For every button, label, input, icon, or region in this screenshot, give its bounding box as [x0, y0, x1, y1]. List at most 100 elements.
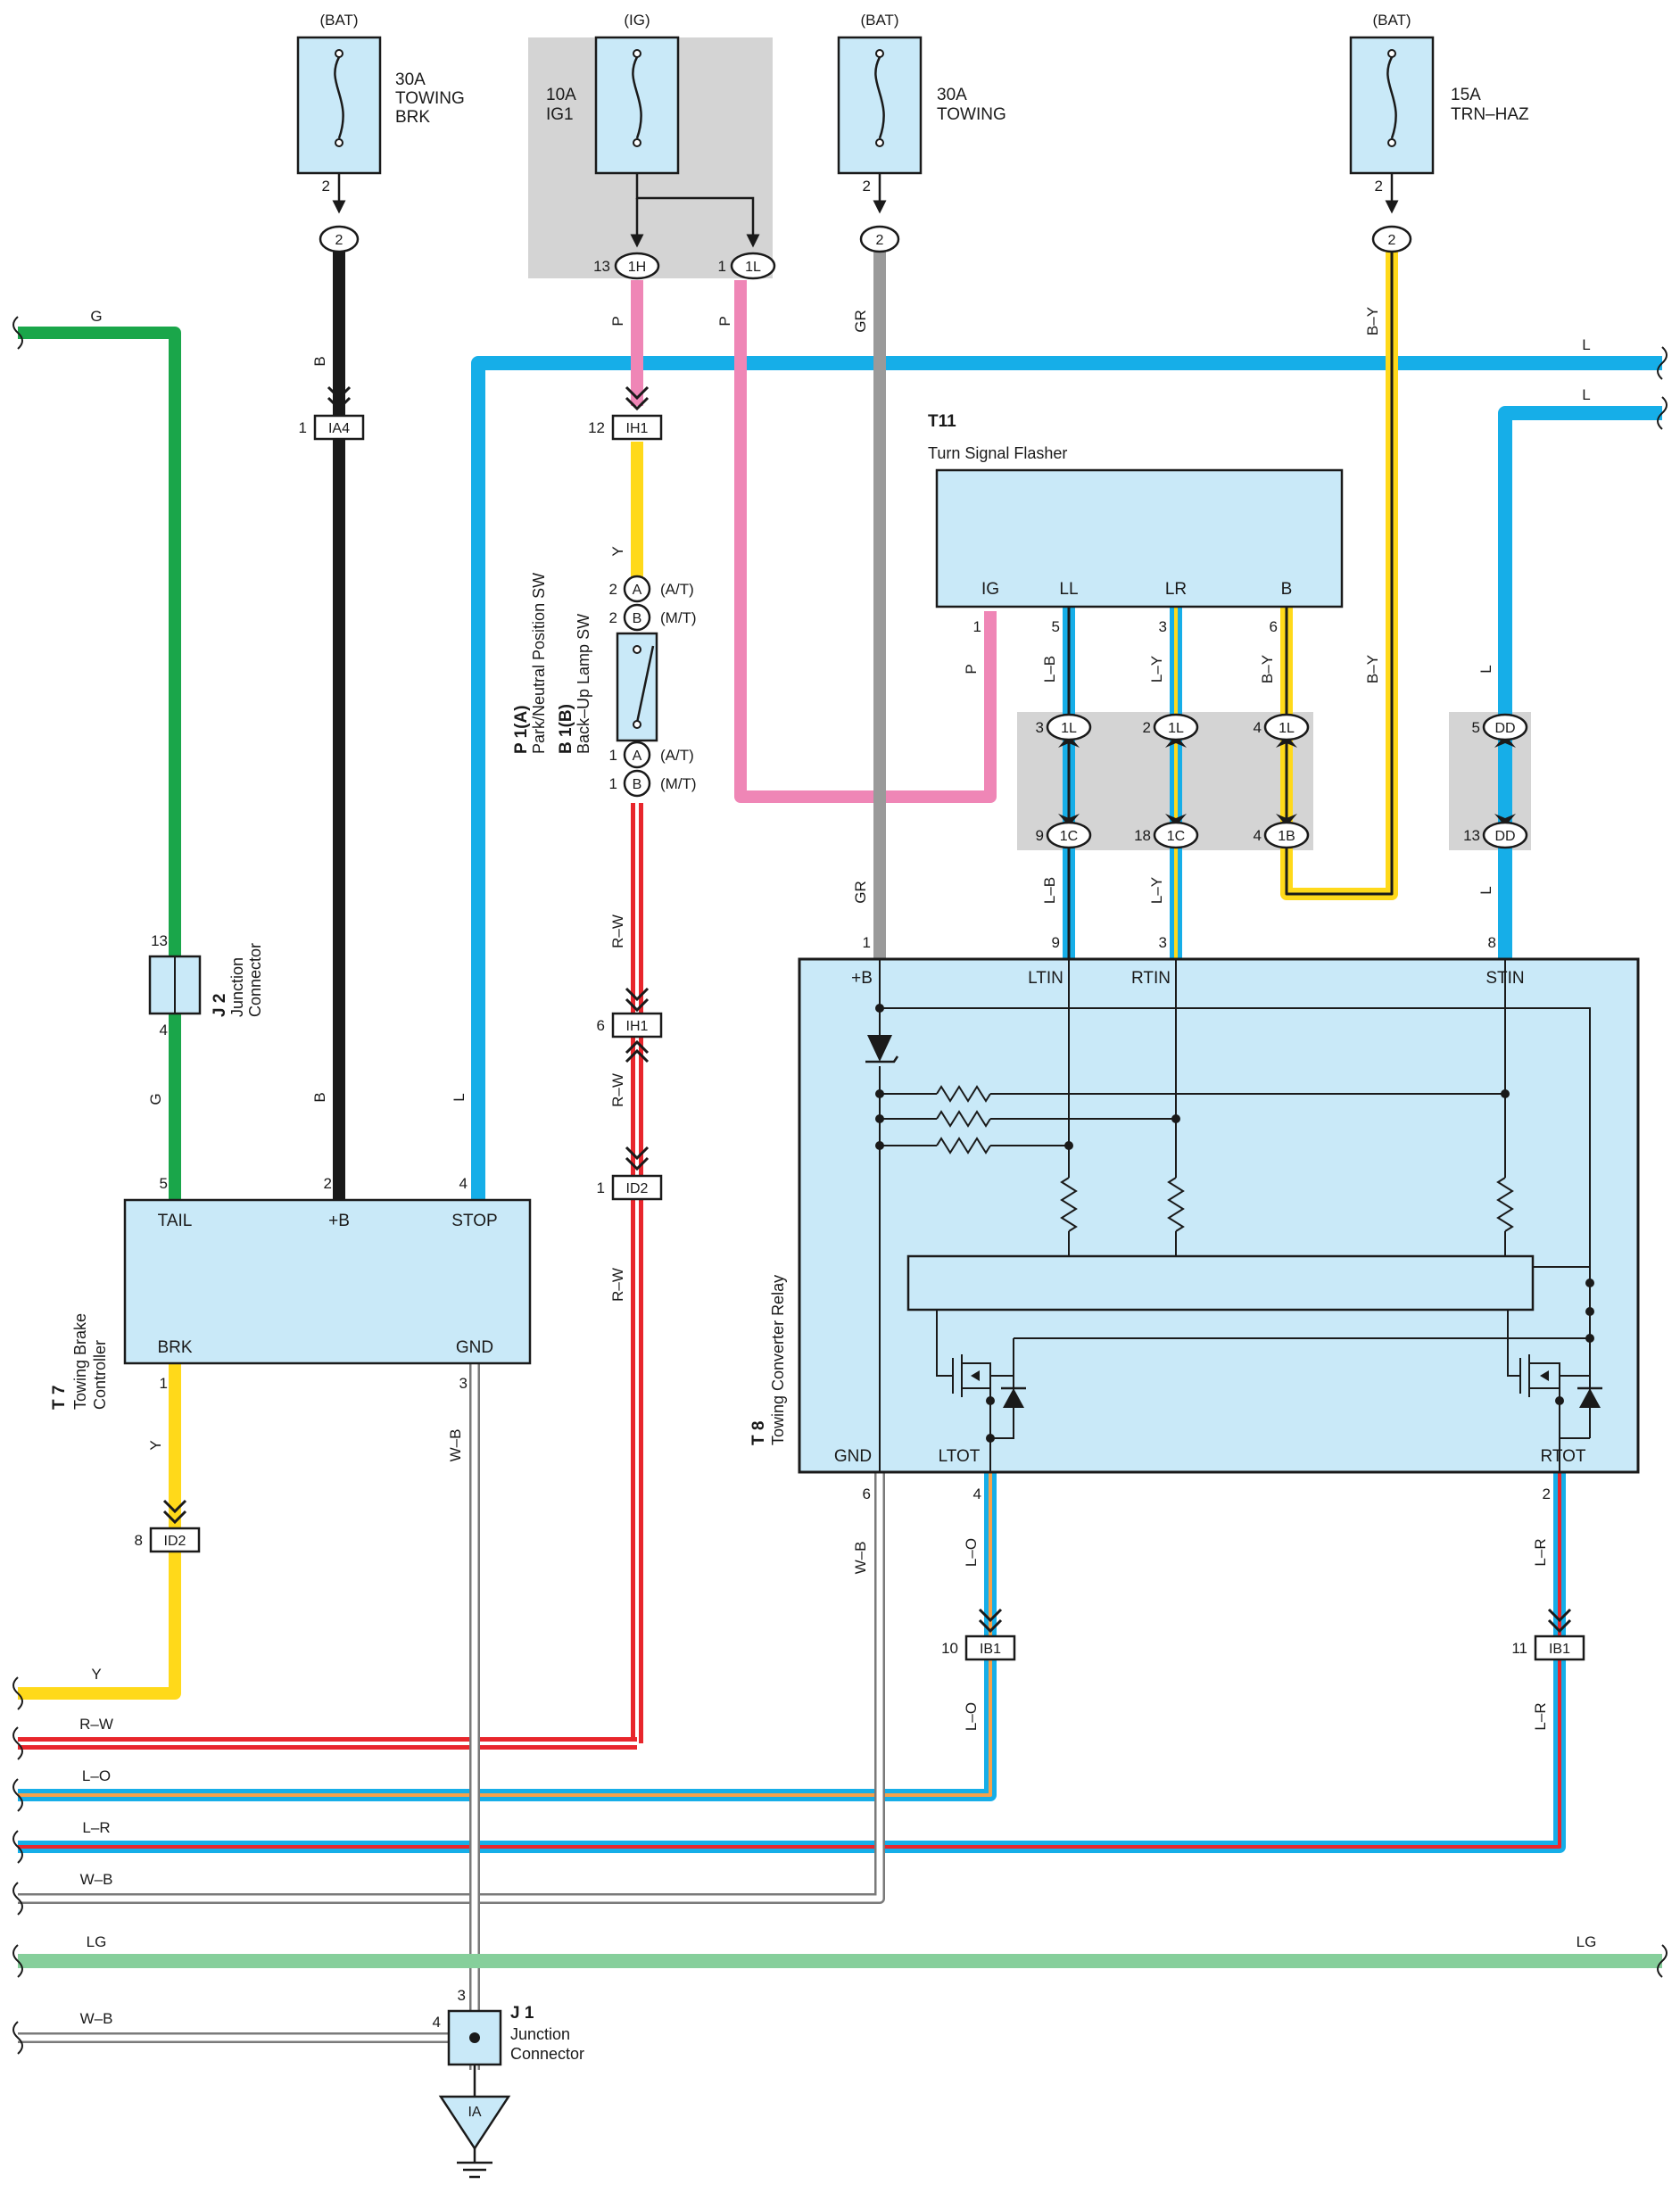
svg-text:2: 2	[1543, 1485, 1551, 1502]
svg-text:Junction: Junction	[228, 957, 246, 1017]
svg-text:L–O: L–O	[963, 1702, 980, 1731]
svg-text:T 8: T 8	[749, 1421, 768, 1445]
svg-text:13: 13	[151, 932, 168, 949]
svg-text:Towing Brake: Towing Brake	[71, 1313, 89, 1410]
svg-text:B: B	[1281, 580, 1293, 599]
svg-text:BRK: BRK	[395, 108, 430, 127]
svg-text:ID2: ID2	[164, 1534, 186, 1549]
svg-text:Park/Neutral Position SW: Park/Neutral Position SW	[530, 573, 548, 754]
svg-text:(M/T): (M/T)	[660, 775, 697, 792]
svg-text:(BAT): (BAT)	[319, 12, 358, 29]
svg-text:IG: IG	[981, 580, 999, 599]
svg-text:IA4: IA4	[328, 421, 350, 436]
svg-text:RTIN: RTIN	[1131, 969, 1171, 988]
svg-text:LTOT: LTOT	[939, 1447, 981, 1466]
svg-text:1: 1	[863, 934, 871, 951]
svg-text:3: 3	[1036, 719, 1044, 736]
fuse-towing-brk: (BAT) 30A TOWING BRK	[296, 12, 465, 214]
svg-text:3: 3	[1159, 618, 1167, 635]
svg-text:Connector: Connector	[510, 2045, 584, 2063]
svg-text:B: B	[311, 1092, 328, 1102]
svg-text:15A: 15A	[1451, 86, 1481, 104]
svg-text:LG: LG	[87, 1933, 107, 1950]
svg-text:6: 6	[863, 1485, 871, 1502]
svg-text:Y: Y	[147, 1440, 164, 1450]
svg-text:5: 5	[1052, 618, 1060, 635]
svg-text:R–W: R–W	[609, 1268, 626, 1302]
svg-text:W–B: W–B	[447, 1429, 464, 1462]
svg-text:(A/T): (A/T)	[660, 581, 694, 598]
svg-text:B: B	[633, 777, 642, 792]
towing-brake-controller-t7: TAIL +B STOP BRK GND T 7 Towing Brake Co…	[50, 1198, 532, 1410]
svg-text:30A: 30A	[937, 86, 967, 104]
svg-text:L: L	[451, 1093, 468, 1101]
svg-text:J 2: J 2	[211, 994, 229, 1017]
svg-text:1: 1	[299, 419, 307, 436]
svg-text:J 1: J 1	[510, 2004, 534, 2023]
fuse-ig1: (IG) 10A IG1	[546, 12, 760, 248]
svg-text:B: B	[633, 611, 642, 626]
svg-text:2: 2	[1143, 719, 1151, 736]
svg-text:12: 12	[588, 419, 605, 436]
pin-numbers: 2 13 1 2 2 1 12 2 2 1 1 6 1 13 4 5 2 4 1…	[135, 178, 1551, 2031]
svg-text:11: 11	[1511, 1640, 1527, 1657]
svg-text:B–Y: B–Y	[1259, 655, 1276, 683]
svg-text:TOWING: TOWING	[937, 105, 1006, 124]
fuse-trn-haz: (BAT) 15A TRN–HAZ	[1349, 12, 1529, 214]
svg-text:(BAT): (BAT)	[860, 12, 898, 29]
svg-text:8: 8	[135, 1532, 143, 1549]
junction-connector-j1: J 1 Junction Connector	[447, 2004, 584, 2066]
ground-ia: IA	[438, 2065, 511, 2179]
svg-text:4: 4	[973, 1485, 981, 1502]
svg-text:(M/T): (M/T)	[660, 609, 697, 626]
inline-connectors: IA4 IH1 IH1 ID2 ID2 IB1 IB1	[149, 414, 1585, 1661]
svg-text:GR: GR	[852, 881, 869, 904]
svg-text:L–Y: L–Y	[1148, 877, 1165, 904]
svg-text:3: 3	[458, 1987, 466, 2004]
svg-text:L–Y: L–Y	[1148, 656, 1165, 683]
svg-text:4: 4	[459, 1175, 468, 1192]
svg-text:G: G	[147, 1093, 164, 1105]
svg-text:L: L	[1477, 886, 1494, 894]
svg-text:LG: LG	[1577, 1933, 1597, 1950]
svg-text:9: 9	[1036, 827, 1044, 844]
svg-text:P: P	[716, 316, 733, 326]
wires	[18, 248, 1662, 2070]
svg-text:L–O: L–O	[82, 1767, 111, 1784]
svg-text:1C: 1C	[1167, 829, 1185, 844]
svg-text:2: 2	[322, 178, 330, 194]
splice-connectors: 1L 1L 1L DD 1C 1C 1B DD	[1046, 713, 1528, 849]
svg-text:10: 10	[941, 1640, 958, 1657]
svg-text:B 1(B): B 1(B)	[557, 704, 575, 754]
svg-text:W–B: W–B	[852, 1542, 869, 1575]
svg-text:4: 4	[1254, 719, 1262, 736]
svg-text:Connector: Connector	[246, 943, 264, 1017]
park-neutral-backup-switch: A B A B (A/T) (M/T) (A/T) (M/T) P 1(A) P…	[512, 573, 697, 798]
svg-text:L–R: L–R	[1532, 1538, 1549, 1566]
svg-text:Towing Converter Relay: Towing Converter Relay	[769, 1275, 787, 1445]
svg-text:T11: T11	[928, 412, 956, 431]
svg-text:B: B	[311, 356, 328, 366]
svg-text:1L: 1L	[745, 260, 761, 275]
svg-text:6: 6	[1270, 618, 1278, 635]
svg-text:T 7: T 7	[50, 1386, 69, 1410]
svg-text:TAIL: TAIL	[158, 1212, 193, 1230]
svg-text:R–W: R–W	[79, 1716, 113, 1733]
svg-text:1: 1	[160, 1375, 168, 1392]
svg-text:L–R: L–R	[82, 1819, 110, 1836]
svg-text:1: 1	[609, 775, 617, 792]
junction-connector-j2: J 2 Junction Connector	[148, 943, 264, 1017]
svg-text:L–O: L–O	[963, 1538, 980, 1567]
svg-text:2: 2	[863, 178, 871, 194]
svg-text:Controller: Controller	[91, 1340, 109, 1410]
svg-text:5: 5	[1472, 719, 1480, 736]
svg-text:Turn Signal Flasher: Turn Signal Flasher	[928, 444, 1067, 462]
svg-text:1: 1	[597, 1179, 605, 1196]
svg-text:1C: 1C	[1060, 829, 1078, 844]
wire-break-marks	[12, 316, 1668, 2055]
svg-text:+B: +B	[851, 969, 873, 988]
svg-text:DD: DD	[1494, 829, 1515, 844]
towing-converter-relay-t8: +B LTIN RTIN STIN GND LTOT RTOT T 8 Towi…	[749, 957, 1640, 1474]
svg-text:2: 2	[324, 1175, 332, 1192]
svg-text:DD: DD	[1494, 721, 1515, 736]
